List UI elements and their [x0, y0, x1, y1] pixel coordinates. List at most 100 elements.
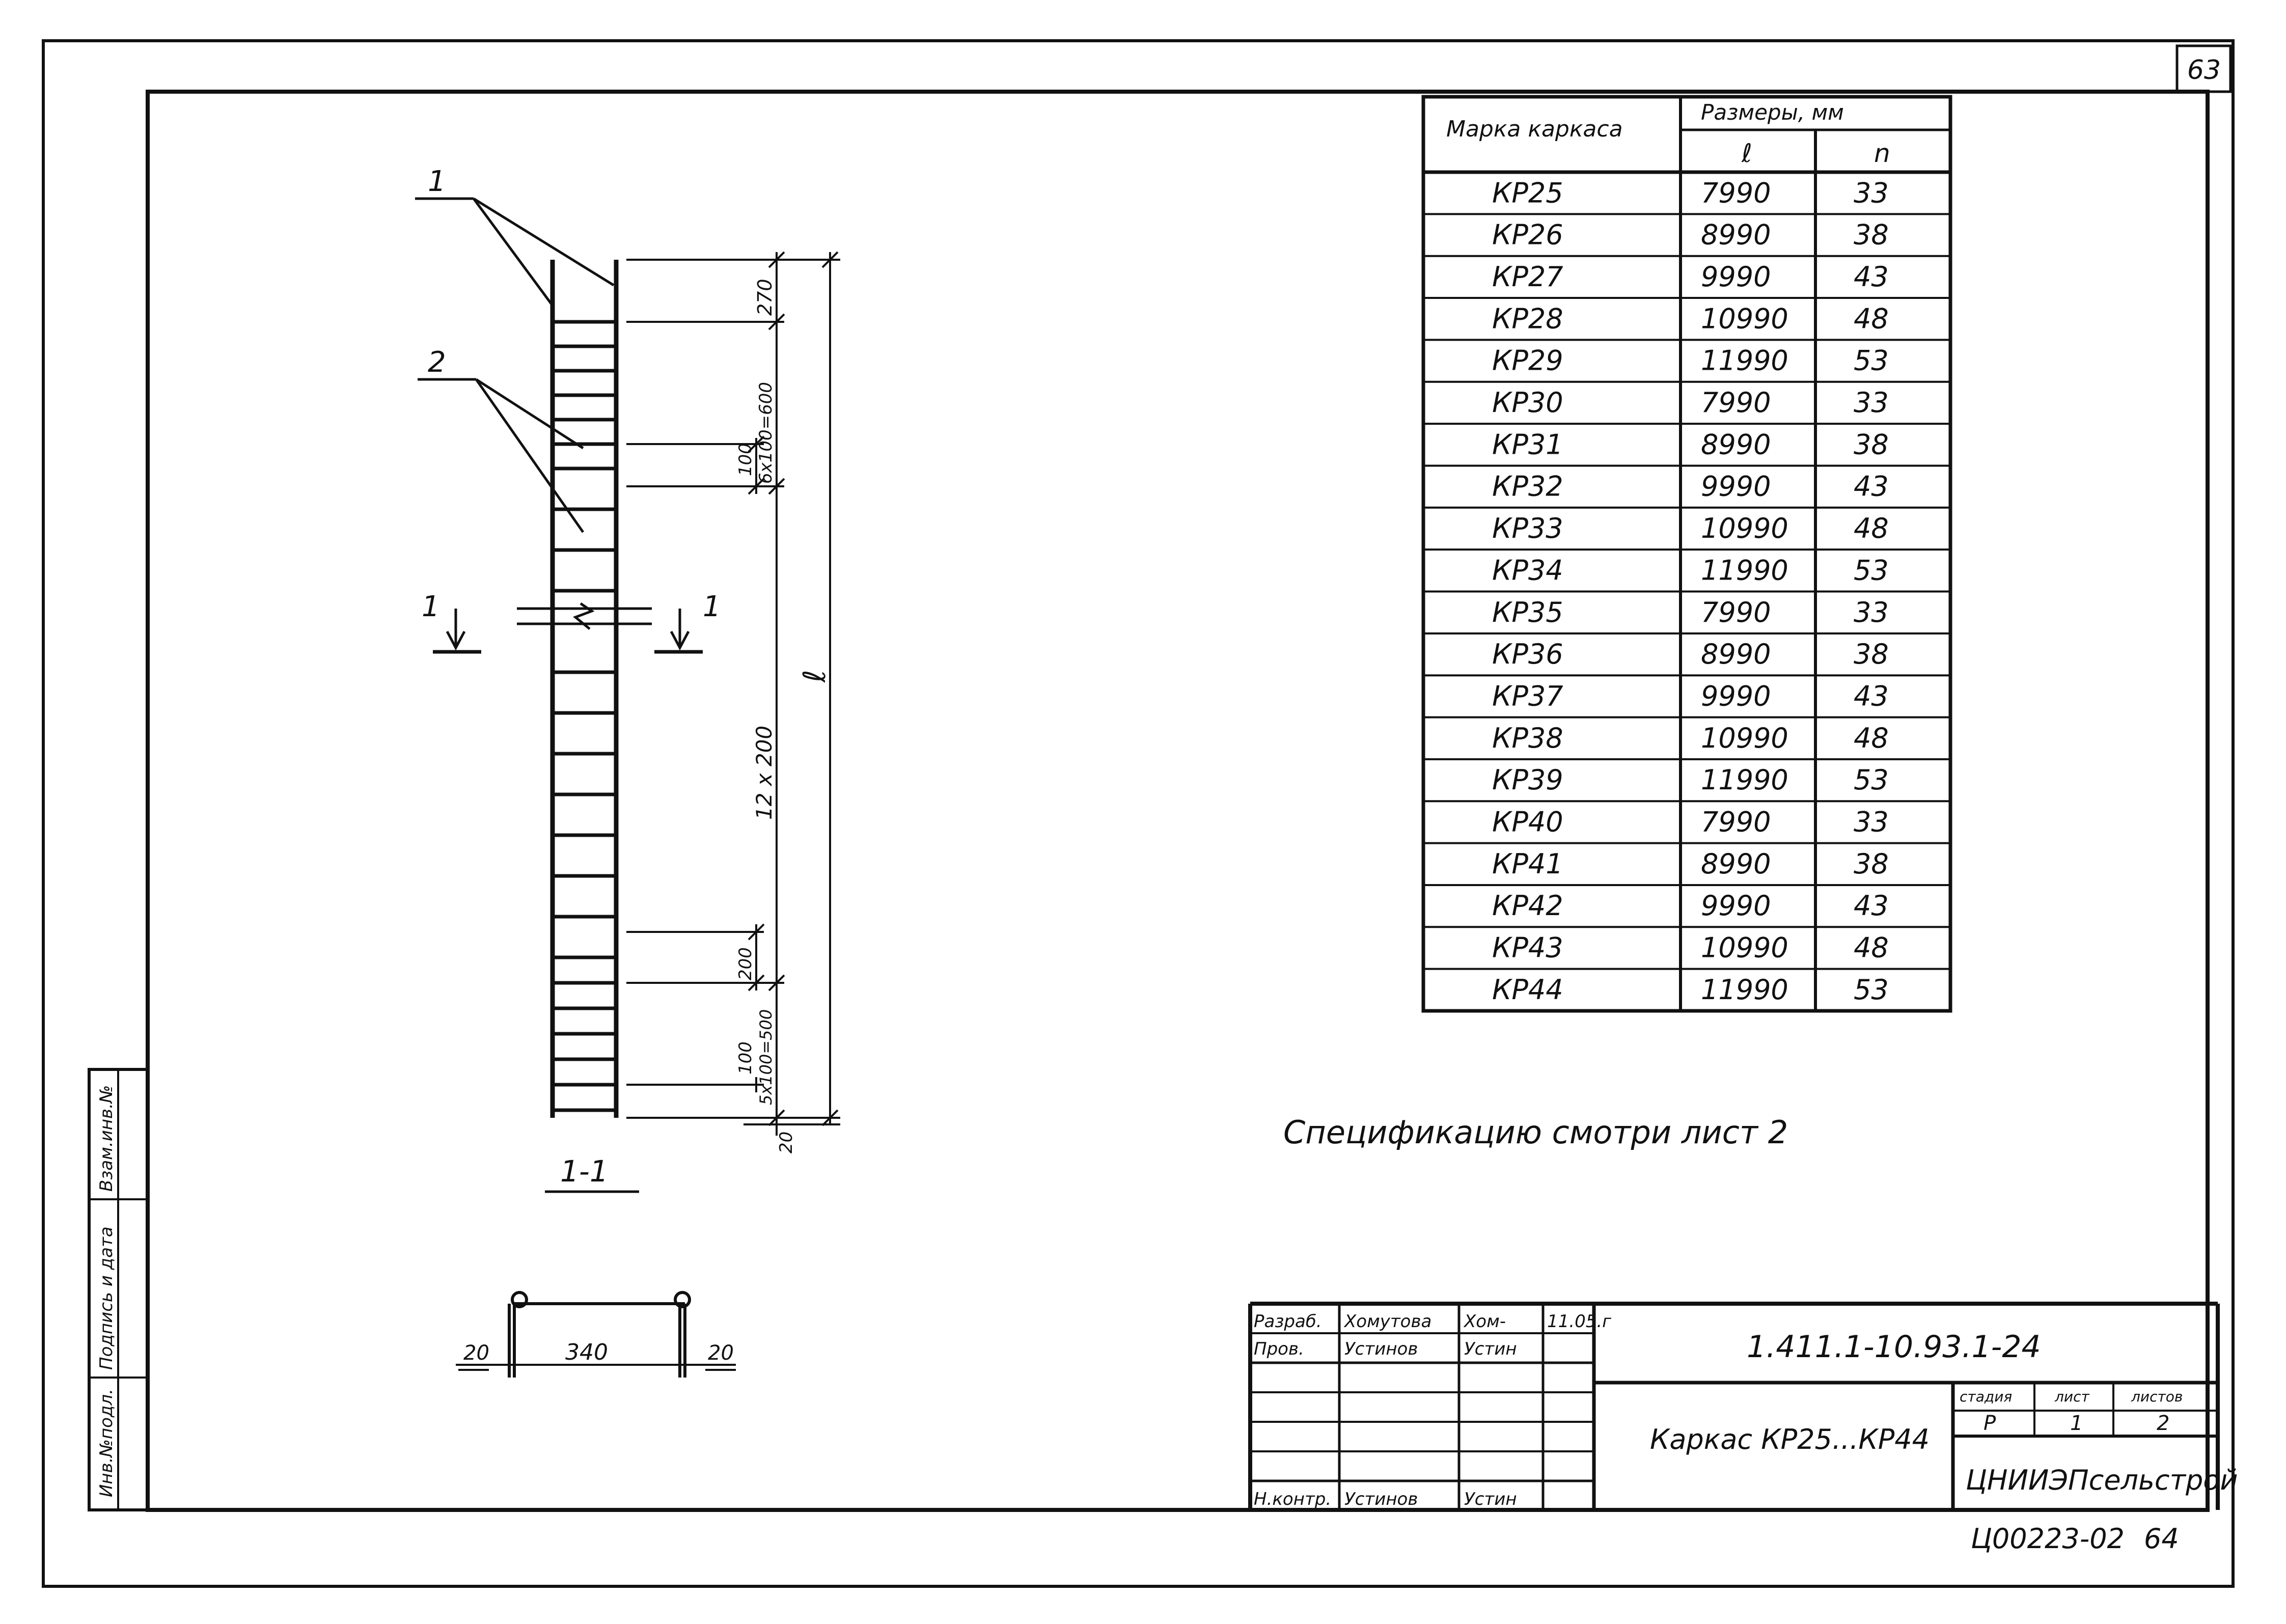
section-mark-right: 1 — [703, 590, 721, 623]
table-cell-mark: КР42 — [1492, 890, 1563, 922]
sheet-label: лист — [2054, 1388, 2089, 1405]
tb-name: Хомутова — [1343, 1311, 1431, 1332]
section-title: 1-1 — [560, 1154, 609, 1189]
table-cell-l: 10990 — [1701, 302, 1788, 335]
table-cell-l: 10990 — [1701, 512, 1788, 544]
table-cell-l: 7990 — [1701, 596, 1771, 628]
outer-frame — [42, 39, 2235, 1588]
table-cell-n: 48 — [1854, 932, 1889, 964]
tb-sign: Устин — [1464, 1339, 1517, 1359]
table-cell-n: 53 — [1854, 554, 1889, 586]
section-dim-middle: 340 — [565, 1339, 608, 1365]
table-cell-n: 53 — [1854, 764, 1889, 796]
table-cell-n: 43 — [1854, 680, 1889, 712]
tb-role: Разраб. — [1254, 1311, 1322, 1332]
section-dim-right: 20 — [708, 1341, 734, 1365]
table-cell-n: 53 — [1854, 345, 1889, 377]
table-cell-mark: КР30 — [1492, 387, 1563, 419]
side-sign-date: Подпись и дата — [96, 1226, 117, 1370]
table-cell-l: 11990 — [1701, 974, 1788, 1006]
table-cell-mark: КР29 — [1492, 345, 1563, 377]
sheets-value: 2 — [2157, 1412, 2169, 1435]
spec-note: Спецификацию смотри лист 2 — [1283, 1114, 1788, 1151]
leader-label-1: 1 — [428, 165, 446, 198]
table-cell-n: 38 — [1854, 219, 1889, 251]
tb-sign: Устин — [1464, 1489, 1517, 1509]
table-cell-mark: КР27 — [1492, 261, 1563, 293]
tb-name: Устинов — [1344, 1489, 1418, 1509]
table-cell-l: 8990 — [1701, 848, 1771, 880]
table-cell-l: 7990 — [1701, 177, 1771, 209]
table-cell-mark: КР44 — [1492, 974, 1563, 1006]
dim-upper-spacing: 6x100=600 — [756, 382, 776, 484]
table-cell-n: 43 — [1854, 471, 1889, 503]
table-cell-mark: КР32 — [1492, 471, 1563, 503]
table-cell-mark: КР43 — [1492, 932, 1563, 964]
tb-date: 11.05.г — [1547, 1311, 1612, 1332]
tb-role: Н.контр. — [1254, 1489, 1331, 1509]
table-cell-n: 38 — [1854, 848, 1889, 880]
table-cell-mark: КР40 — [1492, 806, 1563, 838]
table-cell-l: 9990 — [1701, 261, 1771, 293]
table-cell-n: 48 — [1854, 512, 1889, 544]
table-cell-n: 43 — [1854, 261, 1889, 293]
leader-label-2: 2 — [428, 346, 446, 379]
side-strip: Инв.№подл. Подпись и дата Взам.инв.№ — [88, 1068, 149, 1511]
table-cell-l: 11990 — [1701, 345, 1788, 377]
sheets-label: листов — [2131, 1388, 2183, 1405]
table-cell-n: 38 — [1854, 428, 1889, 460]
order-number: Ц00223-02 — [1971, 1523, 2125, 1555]
page-number-box: 63 — [2175, 44, 2232, 93]
table-cell-n: 48 — [1854, 722, 1889, 754]
table-cell-mark: КР31 — [1492, 428, 1563, 460]
table-cell-n: 33 — [1854, 387, 1889, 419]
tb-role: Пров. — [1254, 1339, 1304, 1359]
marks-table — [1421, 95, 1952, 1013]
table-cell-mark: КР38 — [1492, 722, 1563, 754]
table-cell-mark: КР25 — [1492, 177, 1563, 209]
table-header-mark: Марка каркаса — [1446, 116, 1623, 142]
dim-top: 270 — [754, 279, 776, 316]
cage-drawing — [415, 197, 840, 1378]
table-cell-l: 10990 — [1701, 722, 1788, 754]
page-number: 63 — [2187, 55, 2221, 86]
table-col-l: ℓ — [1741, 139, 1752, 168]
table-cell-n: 53 — [1854, 974, 1889, 1006]
doc-title: Каркас КР25...КР44 — [1650, 1423, 1930, 1455]
table-cell-mark: КР35 — [1492, 596, 1563, 628]
side-inv-no: Инв.№подл. — [96, 1389, 117, 1497]
table-row-lines — [1423, 213, 1950, 970]
table-header-sizes: Размеры, мм — [1701, 100, 1844, 125]
dim-bottom: 20 — [776, 1132, 796, 1153]
table-cell-n: 48 — [1854, 302, 1889, 335]
inner-frame — [146, 90, 2210, 1512]
table-cell-l: 8990 — [1701, 428, 1771, 460]
table-cell-l: 7990 — [1701, 387, 1771, 419]
table-cell-l: 8990 — [1701, 219, 1771, 251]
bottom-page-number: 64 — [2144, 1523, 2179, 1555]
dim-lower-200: 200 — [735, 947, 756, 980]
table-cell-n: 33 — [1854, 177, 1889, 209]
dim-upper-single: 100 — [735, 443, 756, 476]
table-cell-l: 10990 — [1701, 932, 1788, 964]
table-cell-n: 43 — [1854, 890, 1889, 922]
table-cell-n: 38 — [1854, 638, 1889, 670]
table-cell-n: 33 — [1854, 596, 1889, 628]
table-cell-mark: КР26 — [1492, 219, 1563, 251]
table-cell-l: 9990 — [1701, 890, 1771, 922]
dim-middle: 12 x 200 — [752, 726, 777, 820]
table-cell-n: 33 — [1854, 806, 1889, 838]
cross-section — [456, 1291, 736, 1378]
dim-lower-100: 100 — [735, 1041, 756, 1075]
table-cell-mark: КР33 — [1492, 512, 1563, 544]
title-block — [1248, 1302, 2220, 1510]
table-cell-l: 8990 — [1701, 638, 1771, 670]
table-cell-mark: КР28 — [1492, 302, 1563, 335]
table-cell-mark: КР37 — [1492, 680, 1563, 712]
cage-cross-rods — [553, 320, 616, 1112]
stage-label: стадия — [1960, 1388, 2012, 1405]
section-mark-left: 1 — [422, 590, 440, 623]
